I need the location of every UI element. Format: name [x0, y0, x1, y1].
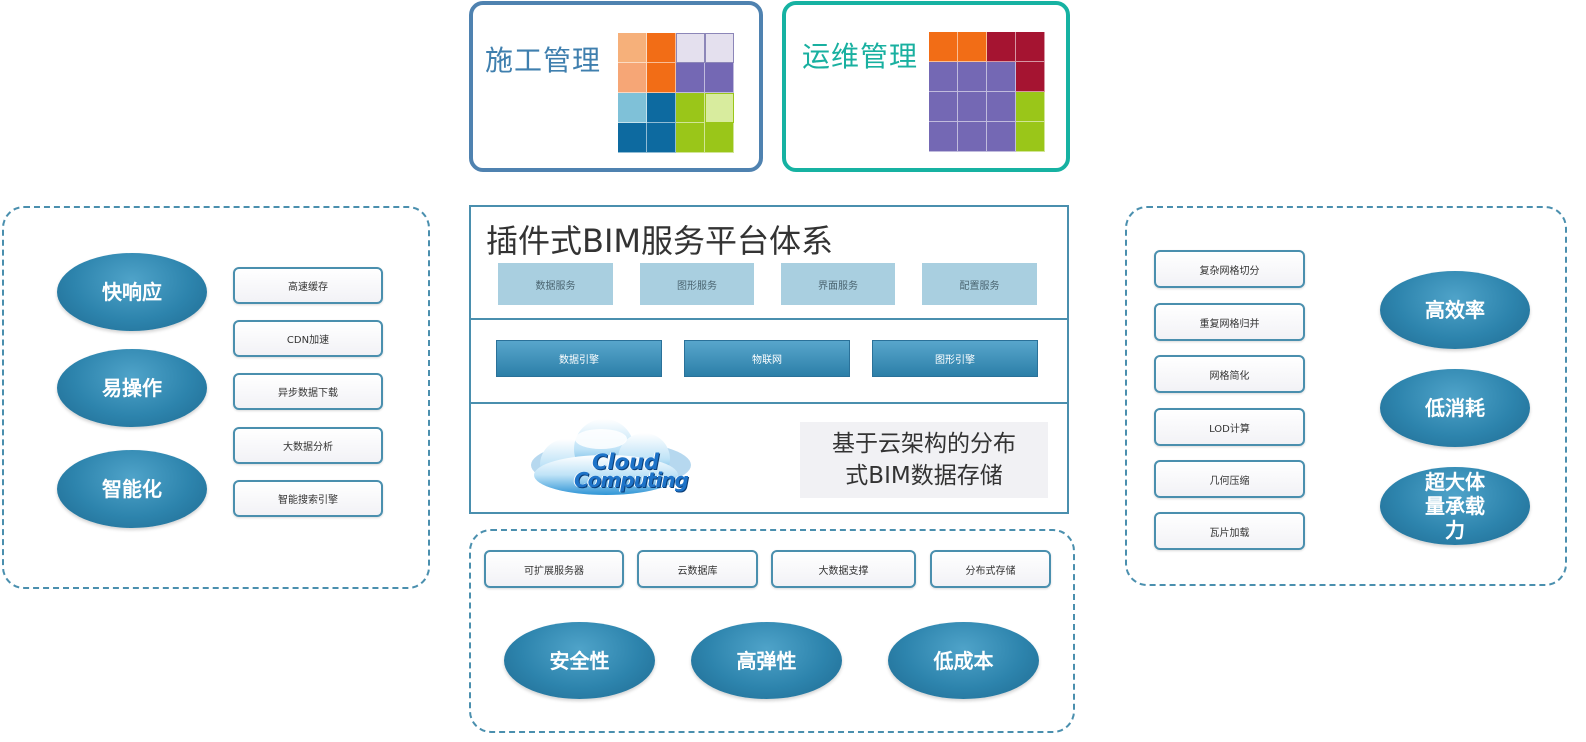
engine-box-data: 数据引擎: [496, 340, 662, 377]
operation-management-card: 运维管理: [782, 1, 1070, 172]
platform-divider-1: [471, 318, 1067, 320]
right-feature-efficiency: 高效率: [1380, 271, 1530, 349]
right-item-geometry-compress: 几何压缩: [1154, 460, 1305, 498]
bottom-item-scalable-server: 可扩展服务器: [484, 550, 624, 588]
engine-box-iot: 物联网: [684, 340, 850, 377]
bottom-feature-security: 安全性: [504, 622, 655, 699]
platform-divider-2: [471, 402, 1067, 404]
left-feature-panel: [2, 206, 430, 589]
cloud-logo-line1: Cloud: [592, 450, 660, 474]
left-item-cache: 高速缓存: [233, 267, 383, 304]
bottom-feature-elasticity: 高弹性: [691, 622, 842, 699]
service-box-interface: 界面服务: [781, 263, 895, 305]
right-item-lod: LOD计算: [1154, 408, 1305, 446]
operation-management-title: 运维管理: [802, 40, 919, 73]
bottom-item-distributed-storage: 分布式存储: [930, 550, 1051, 588]
bottom-item-big-data-support: 大数据支撑: [771, 550, 916, 588]
left-item-cdn: CDN加速: [233, 320, 383, 357]
platform-box: 插件式BIM服务平台体系 数据服务 图形服务 界面服务 配置服务 数据引擎 物联…: [469, 205, 1069, 514]
operation-cube-icon: [929, 32, 1051, 156]
service-box-graphics: 图形服务: [640, 263, 754, 305]
construction-management-card: 施工管理: [469, 1, 763, 172]
storage-description: 基于云架构的分布式BIM数据存储: [800, 422, 1048, 498]
service-box-config: 配置服务: [922, 263, 1037, 305]
left-item-search-engine: 智能搜索引擎: [233, 480, 383, 517]
left-feature-fast-response: 快响应: [57, 253, 207, 331]
construction-management-title: 施工管理: [485, 44, 602, 77]
right-item-mesh-simplify: 网格简化: [1154, 355, 1305, 393]
right-feature-large-capacity: 超大体量承载力: [1380, 467, 1530, 545]
left-feature-intelligent: 智能化: [57, 450, 207, 528]
left-item-async-download: 异步数据下载: [233, 373, 383, 410]
service-box-data: 数据服务: [498, 263, 613, 305]
left-feature-easy-operation: 易操作: [57, 349, 207, 427]
bottom-item-cloud-database: 云数据库: [637, 550, 758, 588]
left-item-big-data: 大数据分析: [233, 427, 383, 464]
storage-description-text: 基于云架构的分布式BIM数据存储: [832, 431, 1016, 489]
construction-cube-icon: [618, 33, 740, 157]
cloud-logo-line2: Computing: [574, 468, 689, 492]
right-item-tile-loading: 瓦片加载: [1154, 512, 1305, 550]
right-item-mesh-split: 复杂网格切分: [1154, 250, 1305, 288]
platform-title: 插件式BIM服务平台体系: [486, 222, 834, 260]
cloud-computing-logo: Cloud Computing: [526, 417, 696, 502]
right-feature-panel: [1125, 206, 1567, 586]
bottom-feature-low-cost: 低成本: [888, 622, 1039, 699]
right-feature-large-capacity-text: 超大体量承载力: [1425, 470, 1485, 542]
bottom-feature-panel: [469, 529, 1075, 733]
right-item-mesh-merge: 重复网格归并: [1154, 303, 1305, 341]
engine-box-graphics: 图形引擎: [872, 340, 1038, 377]
right-feature-low-consumption: 低消耗: [1380, 369, 1530, 447]
